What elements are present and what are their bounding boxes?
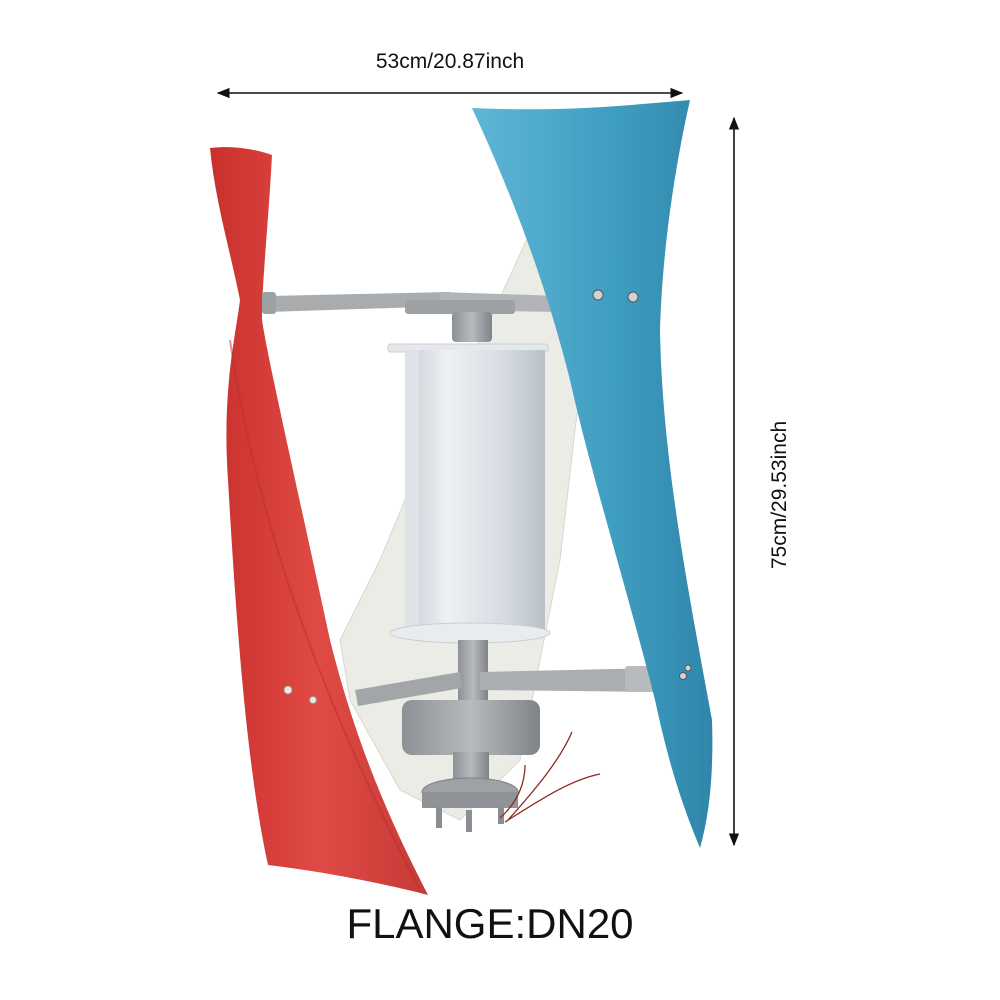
generator-neck <box>453 752 489 782</box>
upper-hub <box>405 300 515 314</box>
blue-blade-bolt-4 <box>684 664 692 672</box>
generator-body <box>402 700 540 755</box>
generator-cover <box>405 350 545 635</box>
blue-blade-bolt-2 <box>627 291 639 303</box>
flange-caption: FLANGE:DN20 <box>346 900 634 947</box>
height-dimension-label: 75cm/29.53inch <box>768 420 791 570</box>
width-dimension-label: 53cm/20.87inch <box>375 50 525 73</box>
red-blade-edge <box>229 339 421 891</box>
blue-blade-bolt-3 <box>679 672 687 680</box>
shaft <box>458 640 488 700</box>
generator-fin <box>405 350 419 635</box>
flange-ring <box>422 792 518 808</box>
flange-bolt-1 <box>436 806 442 828</box>
lower-arm-left <box>355 672 462 706</box>
generator-wires <box>499 731 601 823</box>
upper-bearing <box>452 312 492 342</box>
red-blade-bolt-1 <box>283 685 293 695</box>
red-arm-mount <box>262 292 276 314</box>
lower-arm-right <box>480 668 660 692</box>
red-blade <box>210 147 428 895</box>
red-blade-bolt-2 <box>309 696 317 704</box>
flange-bolt-2 <box>466 810 472 832</box>
blue-blade-bolt-1 <box>592 289 604 301</box>
blue-blade <box>472 100 713 848</box>
flange-bolt-3 <box>498 806 504 824</box>
